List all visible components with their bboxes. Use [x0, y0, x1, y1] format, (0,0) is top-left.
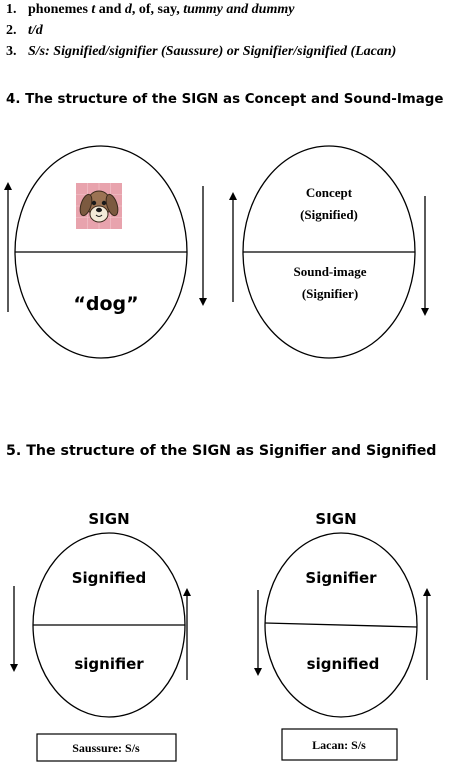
list-text: , of, say,	[131, 2, 184, 17]
section-4-heading: 4. The structure of the SIGN as Concept …	[6, 92, 444, 107]
sign-ellipse-lacan	[264, 532, 418, 718]
concept-label: Concept	[306, 185, 353, 200]
sound-image-label: Sound-image	[294, 264, 367, 279]
list-text-italic: d	[124, 2, 132, 17]
sign-ellipse-saussure	[32, 532, 186, 718]
list-text-italic: t/d	[28, 23, 43, 38]
list-text-italic: S/s: Signified/signifier (Saussure) or S…	[28, 44, 397, 59]
list-text: phonemes	[28, 2, 92, 17]
sign-ellipse-concept	[242, 145, 416, 359]
signifier-label: (Signifier)	[302, 286, 358, 301]
caption-box-saussure	[36, 733, 177, 762]
sign-title-right: SIGN	[315, 510, 356, 528]
signifier-label: Signifier	[305, 569, 377, 587]
list-number: 1.	[6, 2, 17, 17]
section-5-heading: 5. The structure of the SIGN as Signifie…	[6, 443, 437, 459]
signifier-label: signifier	[74, 655, 144, 673]
caption-box-lacan	[281, 728, 398, 761]
sign-title-left: SIGN	[88, 510, 129, 528]
dog-word-label: “dog”	[73, 293, 138, 315]
dog-face-icon	[76, 183, 122, 229]
caption-lacan: Lacan: S/s	[312, 738, 366, 752]
list-item-1: 1. phonemes t and d, of, say, tummy and d…	[6, 2, 294, 18]
divider-line	[264, 622, 418, 628]
caption-saussure: Saussure: S/s	[72, 741, 140, 755]
list-text: and	[95, 2, 125, 17]
list-text-italic: tummy and dummy	[183, 2, 295, 17]
list-item-3: 3. S/s: Signified/signifier (Saussure) or…	[6, 44, 396, 60]
list-item-2: 2. t/d	[6, 23, 43, 39]
signified-label: Signified	[72, 569, 147, 587]
list-text-italic: t	[91, 2, 96, 17]
signified-label: signified	[307, 655, 380, 673]
list-number: 2.	[6, 23, 17, 38]
signified-label: (Signified)	[300, 207, 358, 222]
sign-ellipse-dog	[14, 145, 188, 359]
list-number: 3.	[6, 44, 17, 59]
